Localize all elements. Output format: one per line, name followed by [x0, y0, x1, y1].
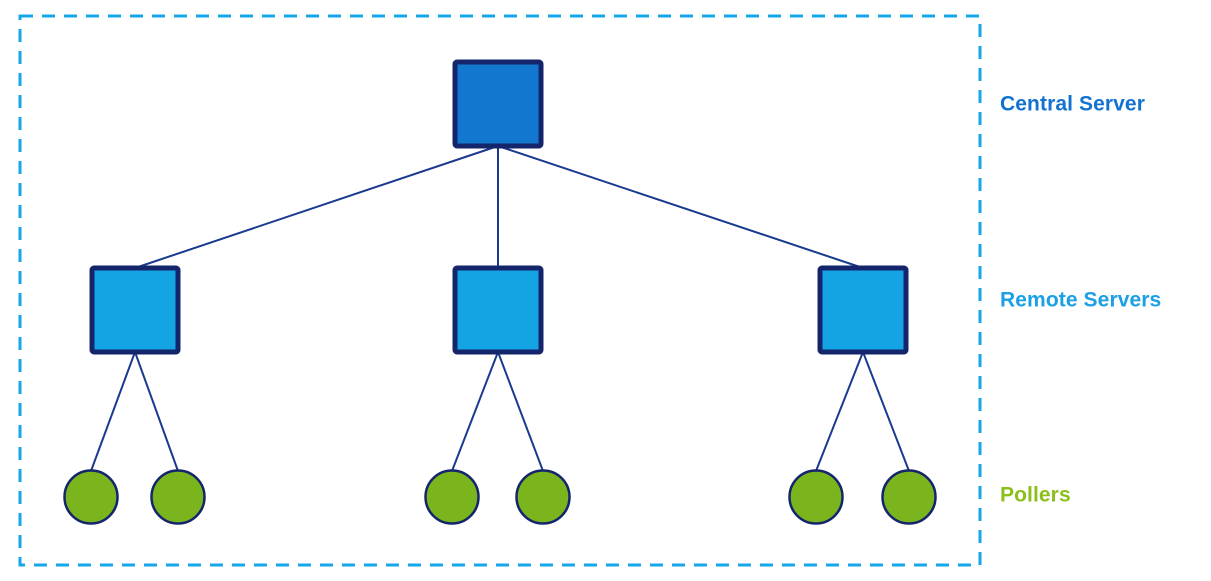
- connector-remote-3-to-poller-6: [862, 351, 910, 472]
- connector-layer: [90, 145, 910, 472]
- central-server-layer: [452, 59, 544, 149]
- connector-remote-1-to-poller-2: [134, 351, 179, 472]
- connector-remote-3-to-poller-5: [815, 351, 864, 472]
- remote-server-layer: [89, 265, 909, 355]
- connector-central-to-remote-1: [134, 145, 499, 269]
- tier-label-layer: Central Server Remote Servers Pollers: [1000, 93, 1161, 507]
- poller-layer: [63, 469, 937, 525]
- tier-label-pollers: Pollers: [1000, 484, 1071, 507]
- poller-node-5[interactable]: [788, 469, 844, 525]
- remote-server-node-2[interactable]: [452, 265, 544, 355]
- connector-central-to-remote-3: [497, 145, 864, 269]
- connector-remote-2-to-poller-3: [451, 351, 499, 472]
- remote-server-node-1[interactable]: [89, 265, 181, 355]
- poller-node-4[interactable]: [515, 469, 571, 525]
- poller-node-2[interactable]: [150, 469, 206, 525]
- deployment-boundary: [18, 14, 982, 567]
- tier-label-remote-servers: Remote Servers: [1000, 289, 1161, 312]
- tier-label-central-server: Central Server: [1000, 93, 1145, 116]
- poller-node-3[interactable]: [424, 469, 480, 525]
- poller-node-1[interactable]: [63, 469, 119, 525]
- connector-remote-2-to-poller-4: [497, 351, 544, 472]
- central-server-node[interactable]: [452, 59, 544, 149]
- poller-node-6[interactable]: [881, 469, 937, 525]
- remote-server-node-3[interactable]: [817, 265, 909, 355]
- connector-remote-1-to-poller-1: [90, 351, 136, 472]
